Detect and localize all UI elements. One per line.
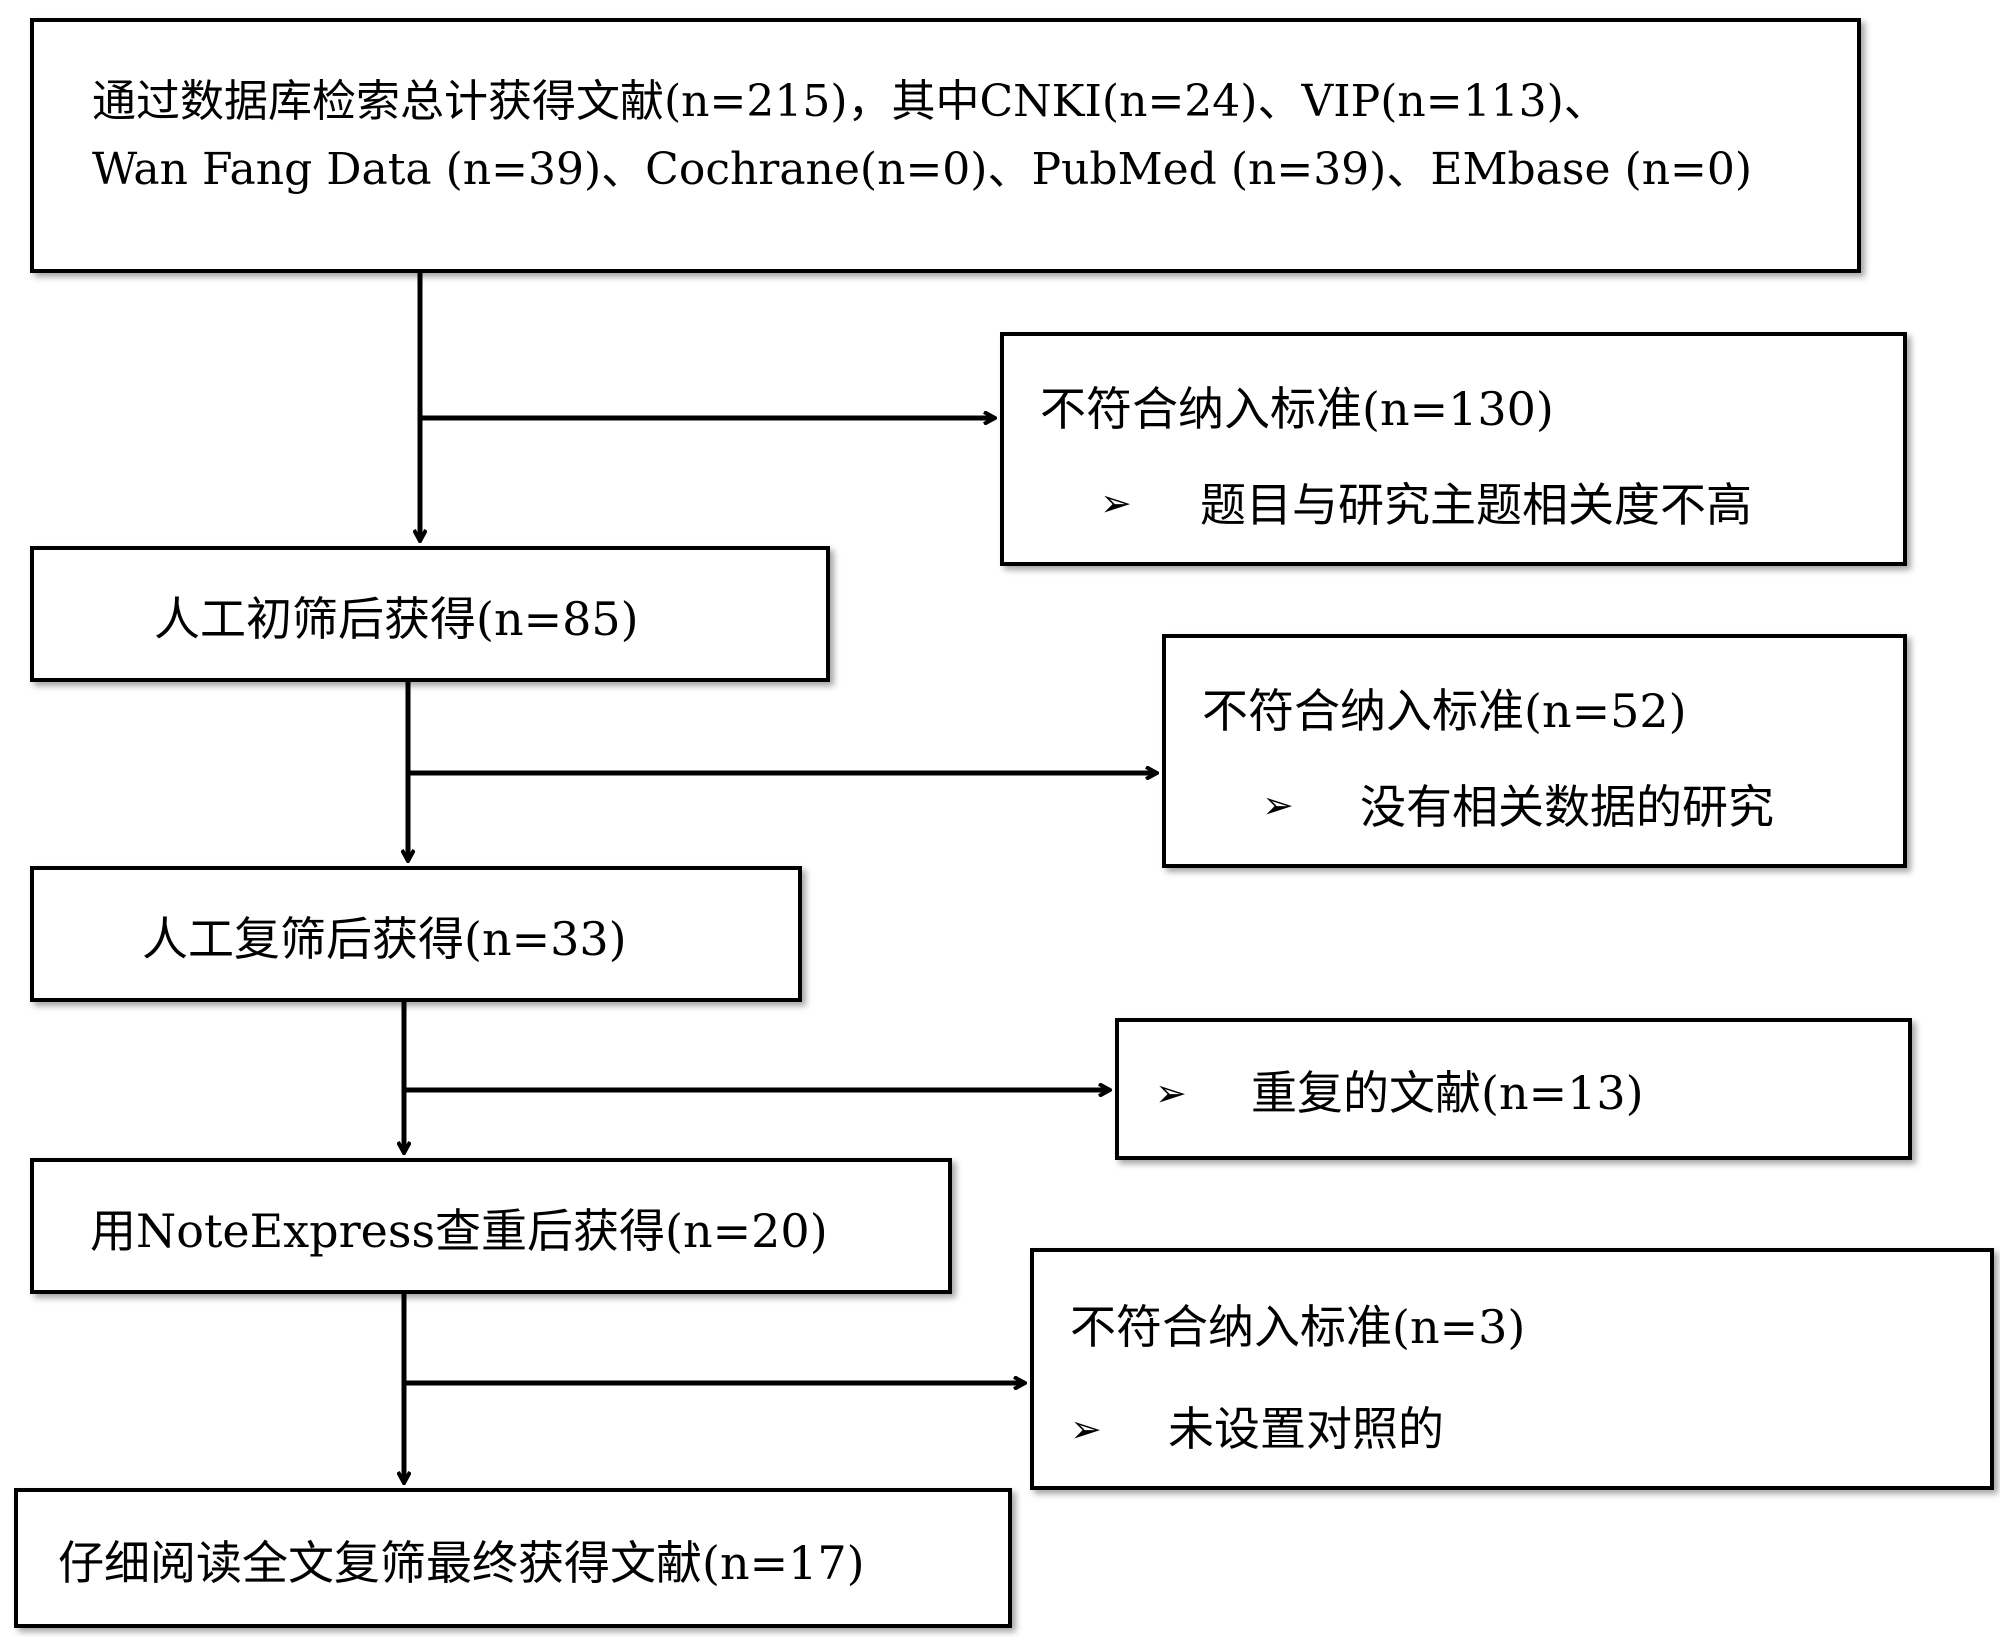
- arrow-bullet-icon: ➢: [1100, 481, 1132, 525]
- exclusion-box-1: 不符合纳入标准(n=130) ➢ 题目与研究主题相关度不高: [1000, 332, 1907, 566]
- deduplication-box: 用NoteExpress查重后获得(n=20): [30, 1158, 952, 1294]
- final-included-label: 仔细阅读全文复筛最终获得文献(n=17): [58, 1536, 865, 1590]
- exclusion-box-2: 不符合纳入标准(n=52) ➢ 没有相关数据的研究: [1162, 634, 1907, 868]
- exclusion-1-item: 题目与研究主题相关度不高: [1200, 478, 1752, 532]
- initial-screening-label: 人工初筛后获得(n=85): [154, 592, 639, 646]
- exclusion-4-item: 未设置对照的: [1168, 1402, 1444, 1456]
- deduplication-label: 用NoteExpress查重后获得(n=20): [90, 1204, 828, 1258]
- exclusion-4-heading: 不符合纳入标准(n=3): [1070, 1300, 1526, 1354]
- secondary-screening-box: 人工复筛后获得(n=33): [30, 866, 802, 1002]
- arrow-bullet-icon: ➢: [1070, 1407, 1102, 1451]
- records-identified-box: 通过数据库检索总计获得文献(n=215)，其中CNKI(n=24)、VIP(n=…: [30, 18, 1861, 273]
- records-identified-line2: Wan Fang Data (n=39)、Cochrane(n=0)、PubMe…: [92, 144, 1753, 195]
- exclusion-2-heading: 不符合纳入标准(n=52): [1202, 684, 1687, 738]
- records-identified-line1: 通过数据库检索总计获得文献(n=215)，其中CNKI(n=24)、VIP(n=…: [92, 76, 1608, 127]
- exclusion-3-item: 重复的文献(n=13): [1251, 1066, 1644, 1120]
- exclusion-1-heading: 不符合纳入标准(n=130): [1040, 382, 1554, 436]
- exclusion-box-3: ➢ 重复的文献(n=13): [1115, 1018, 1912, 1160]
- arrow-bullet-icon: ➢: [1262, 783, 1294, 827]
- arrow-bullet-icon: ➢: [1155, 1071, 1187, 1115]
- final-included-box: 仔细阅读全文复筛最终获得文献(n=17): [14, 1488, 1012, 1628]
- secondary-screening-label: 人工复筛后获得(n=33): [142, 912, 627, 966]
- exclusion-2-item: 没有相关数据的研究: [1360, 780, 1774, 834]
- exclusion-box-4: 不符合纳入标准(n=3) ➢ 未设置对照的: [1030, 1248, 1994, 1490]
- initial-screening-box: 人工初筛后获得(n=85): [30, 546, 830, 682]
